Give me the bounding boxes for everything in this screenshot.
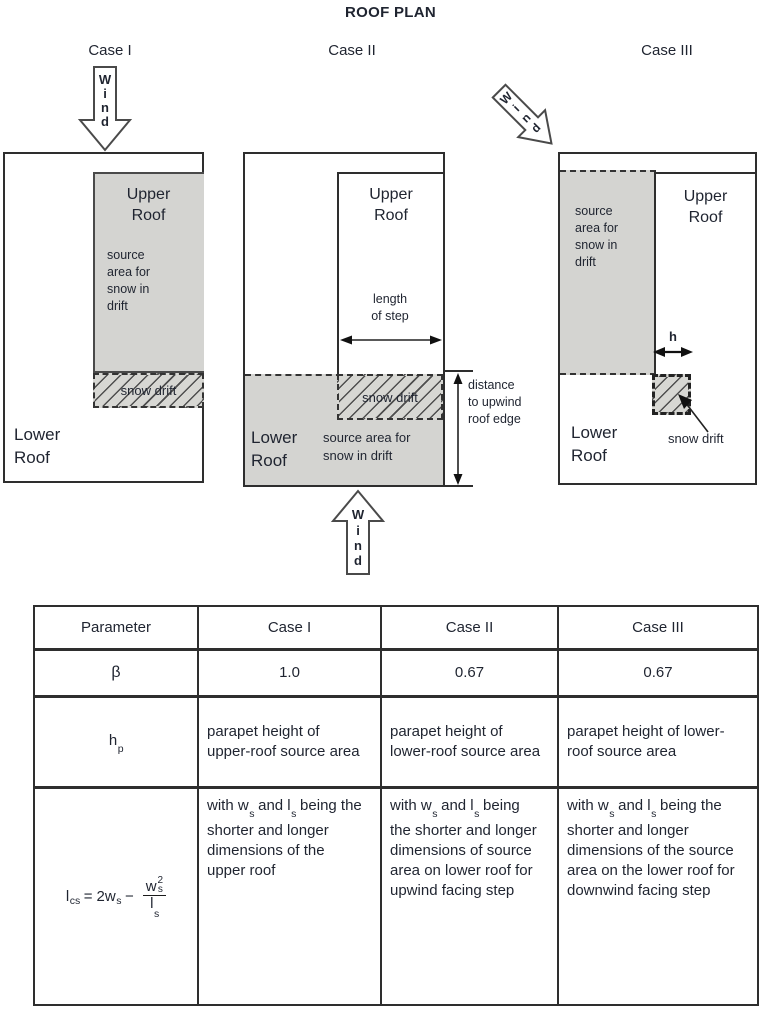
case3-snow-drift-label: snow drift — [668, 431, 724, 446]
beta-symbol: β — [33, 648, 199, 698]
figure-title: ROOF PLAN — [345, 4, 437, 21]
svg-text:n: n — [101, 100, 109, 115]
distance-arrow-icon — [453, 373, 463, 485]
svg-text:i: i — [356, 523, 360, 538]
svg-text:d: d — [101, 114, 109, 129]
case3-lower-roof-label: Lower Roof — [571, 423, 618, 465]
svg-text:W: W — [352, 507, 365, 522]
case3-upper-roof-label: Upper Roof — [683, 188, 728, 226]
h-arrow-icon — [653, 347, 693, 357]
case1-snow-drift-label: snow drift — [120, 383, 177, 398]
hp-symbol: hp — [33, 695, 199, 789]
case1-source-area-label: source area for snow in drift — [107, 248, 151, 313]
case1-source-area — [93, 172, 204, 373]
svg-text:d: d — [354, 553, 362, 568]
hp-case1-cell: parapet height of upper-roof source area — [197, 695, 382, 789]
svg-text:W: W — [99, 72, 112, 87]
wind-arrow-down-icon: W i n d — [77, 66, 133, 152]
case2-length-of-step-label: length of step — [371, 292, 409, 323]
lcs-case1-cell: with ws and ls being the shorter and lon… — [197, 786, 382, 1006]
case2-lower-roof-label: Lower Roof — [251, 428, 298, 470]
header-case3: Case III — [557, 605, 759, 651]
case3-source-area — [560, 170, 656, 375]
case3-source-area-label: source area for snow in drift — [575, 204, 619, 269]
case1-upper-roof-label: Upper Roof — [126, 186, 171, 224]
hp-case3-cell: parapet height of lower-roof source area — [557, 695, 759, 789]
case2-snow-drift-area: snow drift — [337, 374, 443, 420]
length-of-step-arrow-icon — [340, 335, 442, 345]
case1-title: Case I — [88, 42, 132, 59]
hp-row: hp parapet height of upper-roof source a… — [33, 695, 759, 789]
case1-lower-roof-label: Lower Roof — [14, 425, 61, 467]
beta-case3-value: 0.67 — [557, 648, 759, 698]
distance-tick-bottom — [445, 485, 473, 487]
beta-row: β 1.0 0.67 0.67 — [33, 648, 759, 698]
case2-snow-drift-label: snow drift — [362, 389, 418, 405]
svg-text:i: i — [103, 86, 107, 101]
case3-title: Case III — [641, 42, 693, 59]
header-case2: Case II — [380, 605, 559, 651]
snow-drift-pointer-arrow-icon — [678, 394, 709, 433]
case3-h-label: h — [669, 329, 677, 344]
header-parameter: Parameter — [33, 605, 199, 651]
case3-snow-drift-area — [652, 374, 691, 415]
case2-source-area-label: source area for snow in drift — [323, 430, 411, 463]
case2-distance-label: distance to upwind roof edge — [468, 378, 522, 426]
svg-text:n: n — [354, 538, 362, 553]
beta-case2-value: 0.67 — [380, 648, 559, 698]
wind-arrow-up-icon: W i n d — [330, 489, 386, 575]
lcs-case3-cell: with ws and ls being the shorter and lon… — [557, 786, 759, 1006]
table-header-row: Parameter Case I Case II Case III — [33, 605, 759, 651]
distance-tick-top — [445, 370, 473, 372]
case1-snow-drift-area: snow drift — [93, 373, 204, 408]
case3-upper-roof-top-line — [656, 172, 755, 174]
header-case1: Case I — [197, 605, 382, 651]
beta-case1-value: 1.0 — [197, 648, 382, 698]
case2-upper-roof-outline — [337, 172, 445, 374]
wind-arrow-diagonal-icon: W i n d — [491, 83, 553, 145]
case2-title: Case II — [328, 42, 376, 59]
lcs-case2-cell: with ws and ls being the shorter and lon… — [380, 786, 559, 1006]
hp-case2-cell: parapet height of lower-roof source area — [380, 695, 559, 789]
parameter-table: Parameter Case I Case II Case III β 1.0 … — [33, 605, 759, 1006]
case2-upper-roof-label: Upper Roof — [369, 186, 413, 224]
